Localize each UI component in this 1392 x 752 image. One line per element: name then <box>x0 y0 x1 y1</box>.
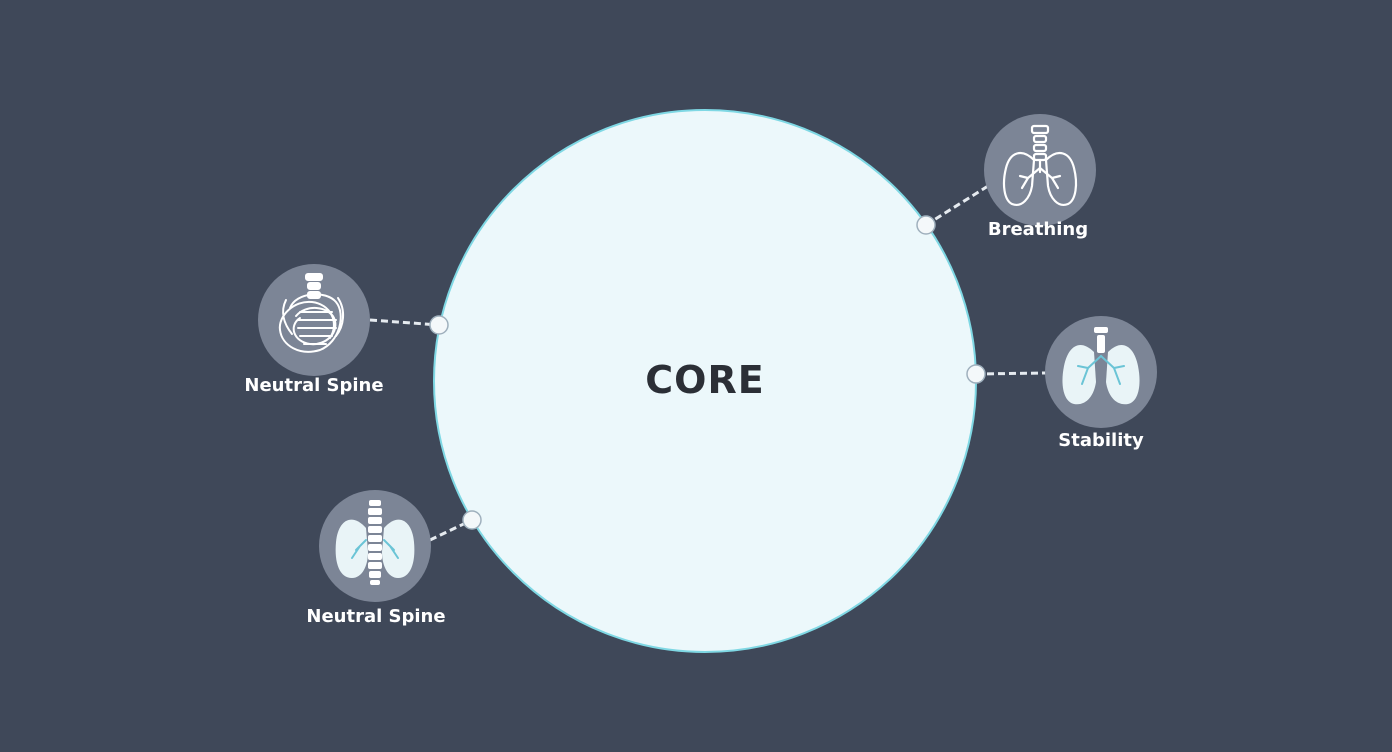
node-stability-label: Stability <box>1058 430 1144 451</box>
connection-dot-neutral-spine-top <box>429 315 449 335</box>
node-neutral-spine-top: Neutral Spine <box>244 264 384 396</box>
lungs-spine-icon <box>1002 124 1078 206</box>
connection-dot-neutral-spine-bottom <box>462 510 482 530</box>
connector-breathing <box>925 184 989 227</box>
node-breathing: Breathing <box>984 114 1096 240</box>
node-neutral-spine-top-label: Neutral Spine <box>244 375 383 396</box>
connection-dot-breathing <box>916 215 936 235</box>
tangled-spine-icon <box>278 273 344 353</box>
node-breathing-label: Breathing <box>988 219 1088 240</box>
node-neutral-spine-bottom: Neutral Spine <box>306 490 446 627</box>
node-neutral-spine-bottom-label: Neutral Spine <box>306 606 445 627</box>
node-stability: Stability <box>1045 316 1157 451</box>
lungs-icon <box>1062 327 1140 405</box>
lungs-spine-icon <box>335 500 415 585</box>
connection-dot-stability <box>966 364 986 384</box>
connector-stability <box>975 371 1047 376</box>
connector-neutral-spine-top <box>369 318 440 327</box>
core-label: CORE <box>645 358 764 402</box>
